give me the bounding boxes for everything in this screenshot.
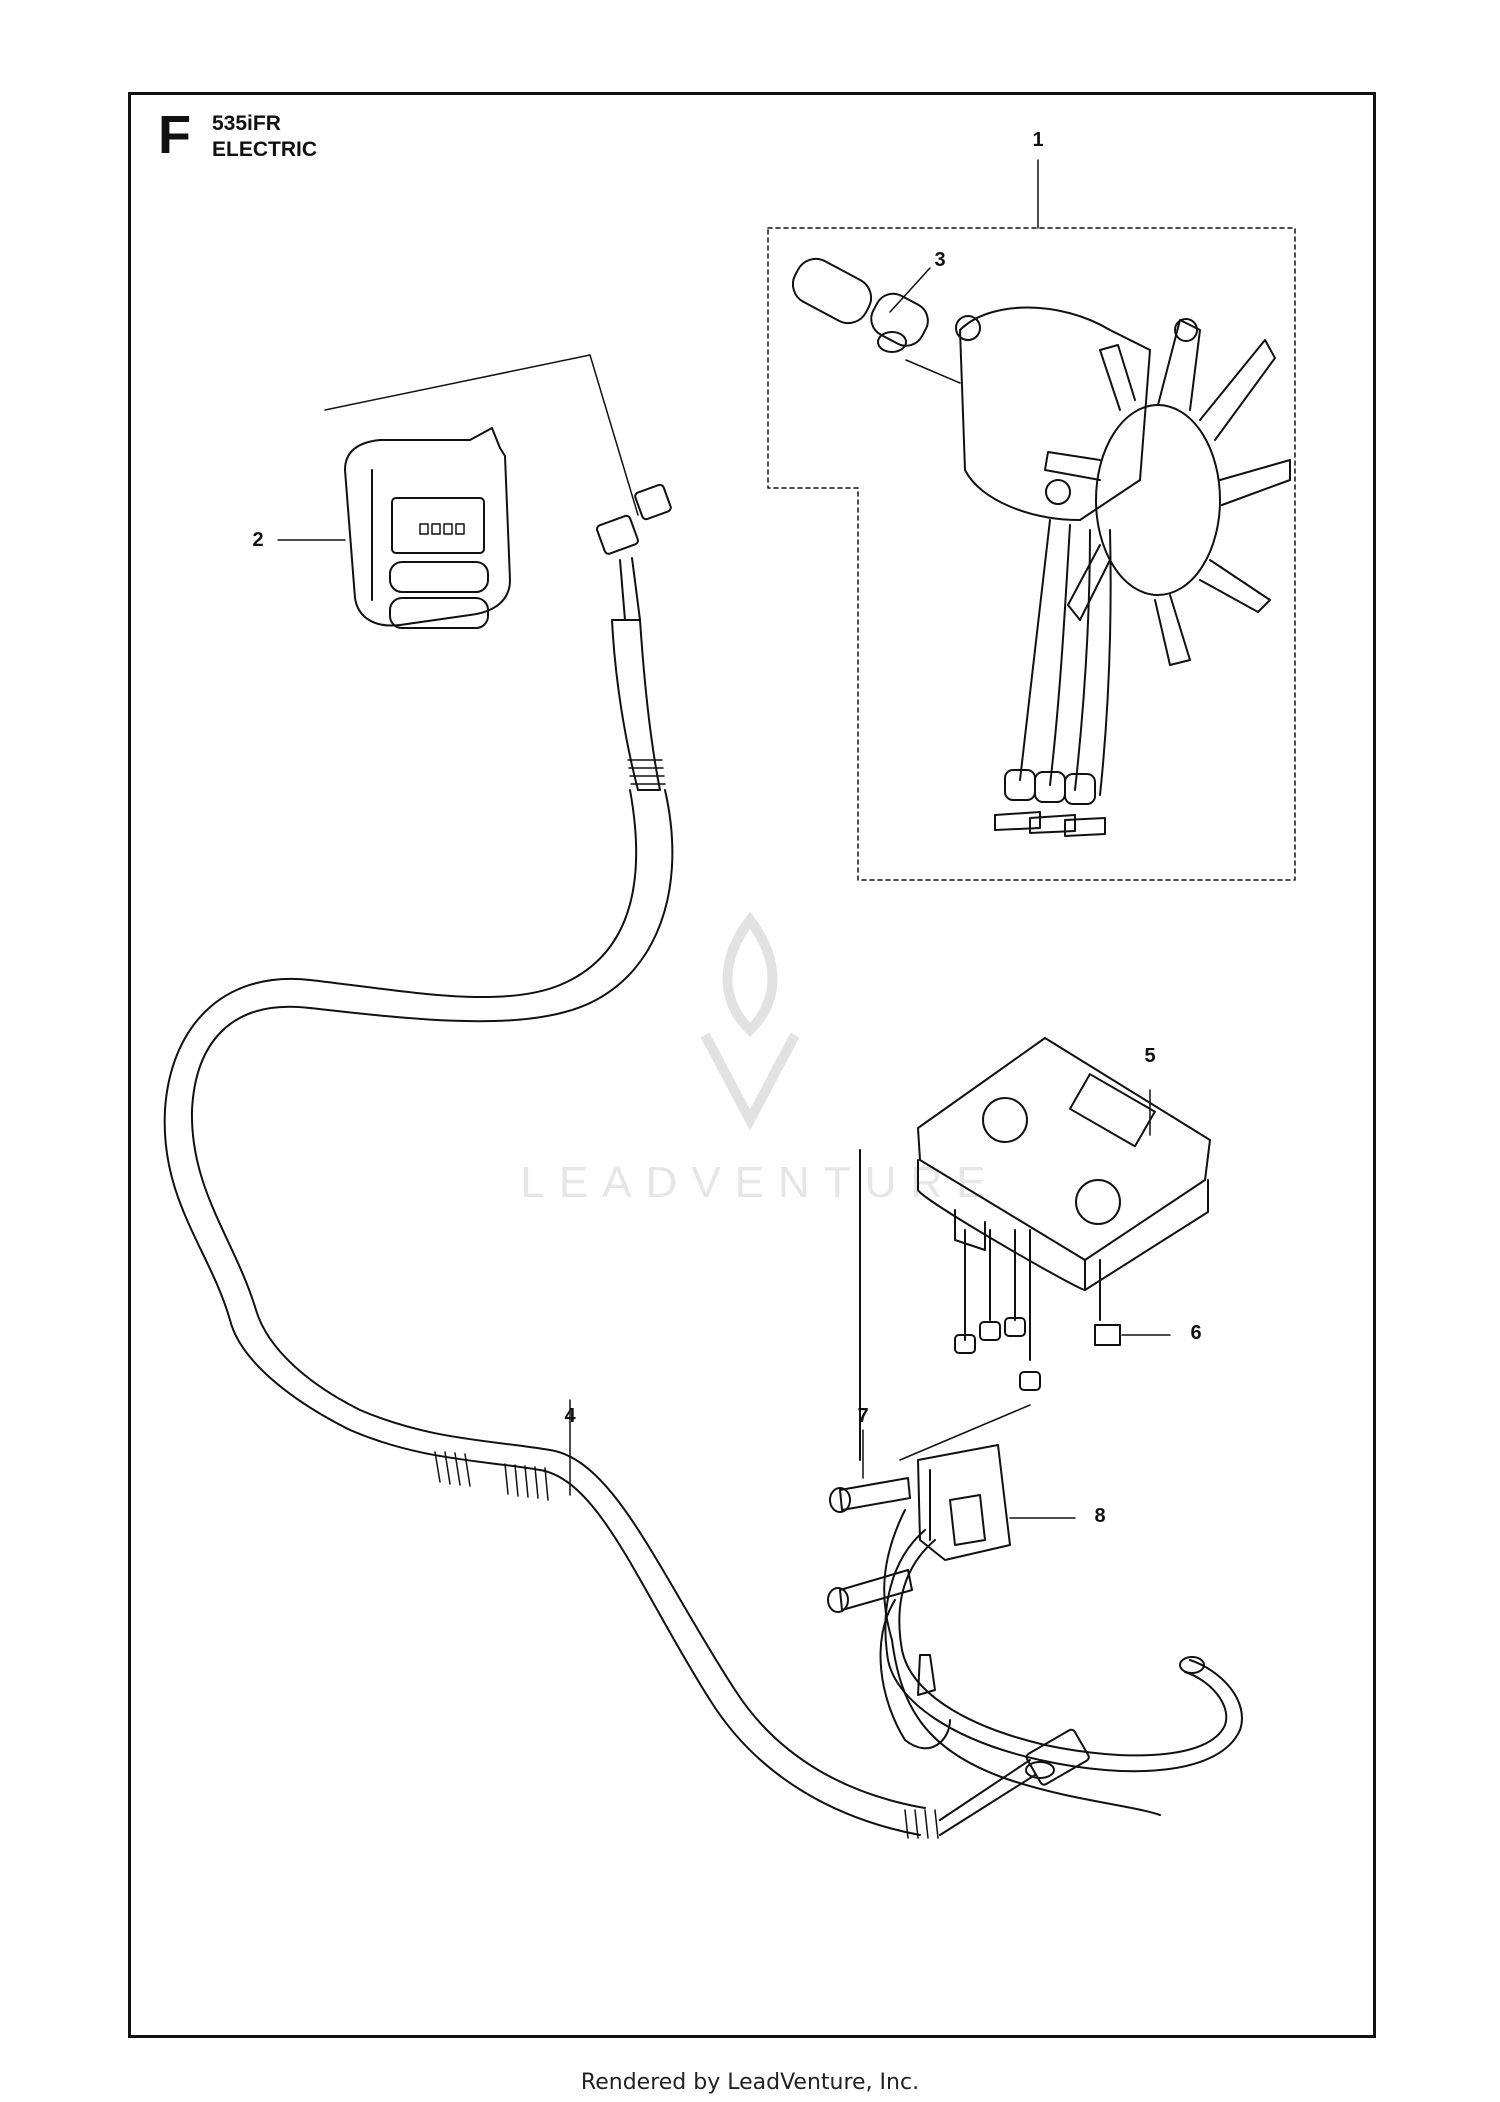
- callout-7: 7: [857, 1405, 869, 1427]
- section-subtitle: ELECTRIC: [212, 138, 317, 161]
- callout-2: 2: [252, 529, 264, 551]
- callout-3: 3: [934, 249, 946, 271]
- part-5-module: [917, 1037, 1211, 1291]
- part-4-harness: [163, 483, 1090, 1839]
- part-8-bracket: [879, 1444, 1243, 1816]
- part-1-group-box: [767, 227, 1296, 881]
- watermark-text: LEADVENTURE: [520, 1158, 1000, 1207]
- part-6-screws: [954, 1229, 1121, 1391]
- model-title: 535iFR: [212, 112, 281, 135]
- footer-credit: Rendered by LeadVenture, Inc.: [580, 2070, 920, 2095]
- callout-5: 5: [1144, 1045, 1156, 1067]
- callout-6: 6: [1190, 1322, 1202, 1344]
- callout-8: 8: [1094, 1505, 1106, 1527]
- part-3-sleeve: [791, 257, 929, 353]
- diagram-frame: [128, 92, 1376, 2038]
- section-letter: F: [158, 105, 191, 165]
- callout-4: 4: [564, 1405, 576, 1427]
- part-1-motor: [955, 306, 1291, 837]
- leader-3: [889, 267, 931, 313]
- callout-1: 1: [1032, 129, 1044, 151]
- part-7-bolts: [827, 1149, 1031, 1613]
- part-2-control-panel: [324, 354, 639, 629]
